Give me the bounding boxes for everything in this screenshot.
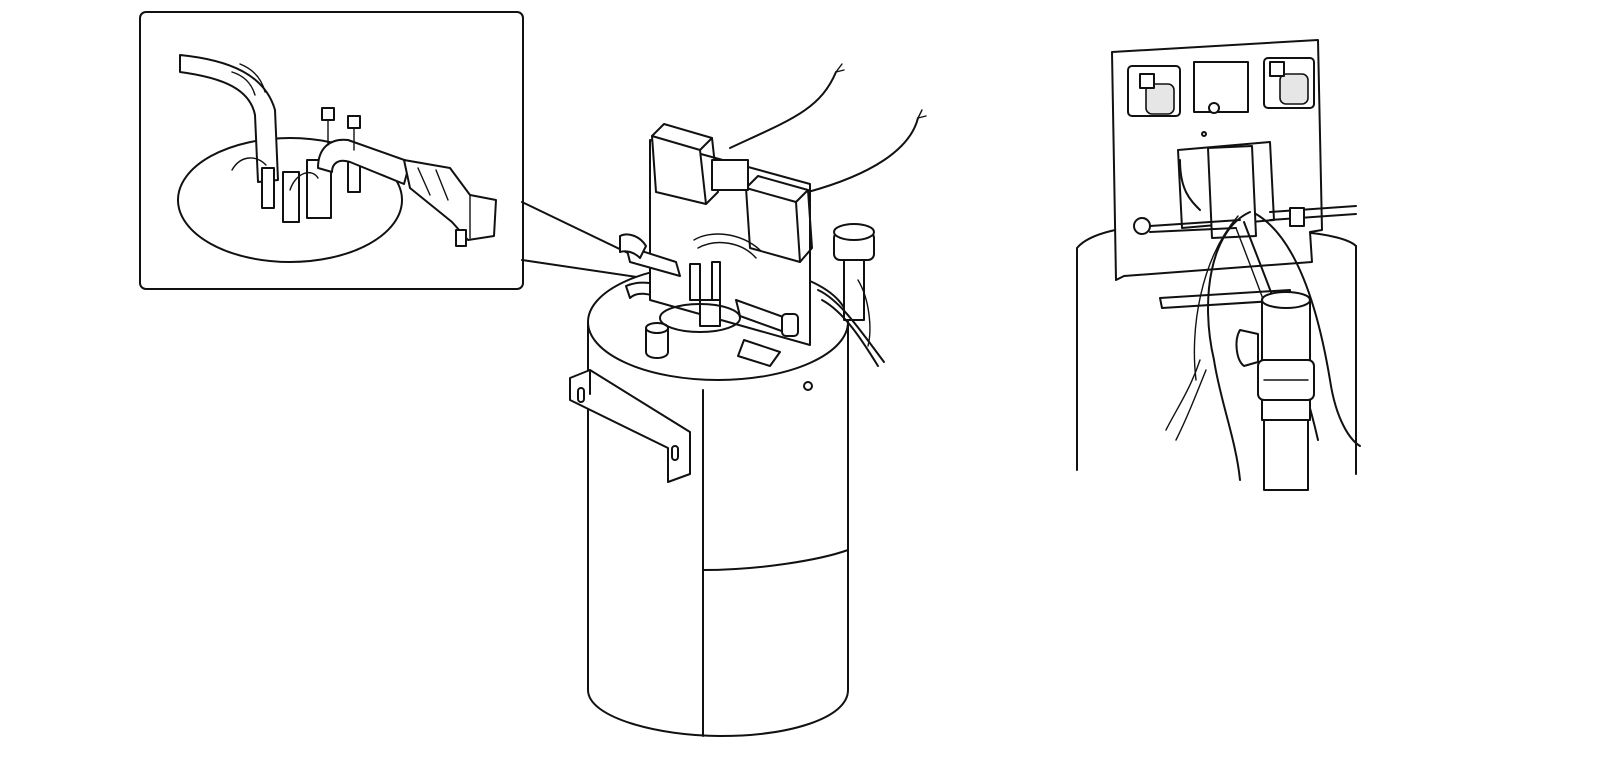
inset-pipe-2 [282,171,300,223]
inset-hose [179,54,279,183]
power-wire-2 [807,117,919,193]
inset-cap-2 [347,115,361,129]
inset-connector [403,159,497,241]
rear-wire-bundle [1207,211,1251,481]
rear-detail [1076,39,1361,491]
mounting-bracket [569,369,691,483]
power-wire-1 [729,71,837,149]
inset-elbow [317,138,411,185]
drain-fitting [645,327,669,359]
inset-cap-1 [321,107,335,121]
tank-band [702,549,849,571]
inset-pipe-1 [261,167,275,209]
tank-screw [803,381,813,391]
inset-detail [139,11,685,290]
rear-display [1193,61,1249,113]
control-box-left [651,135,707,205]
tank-assembly [569,63,927,737]
